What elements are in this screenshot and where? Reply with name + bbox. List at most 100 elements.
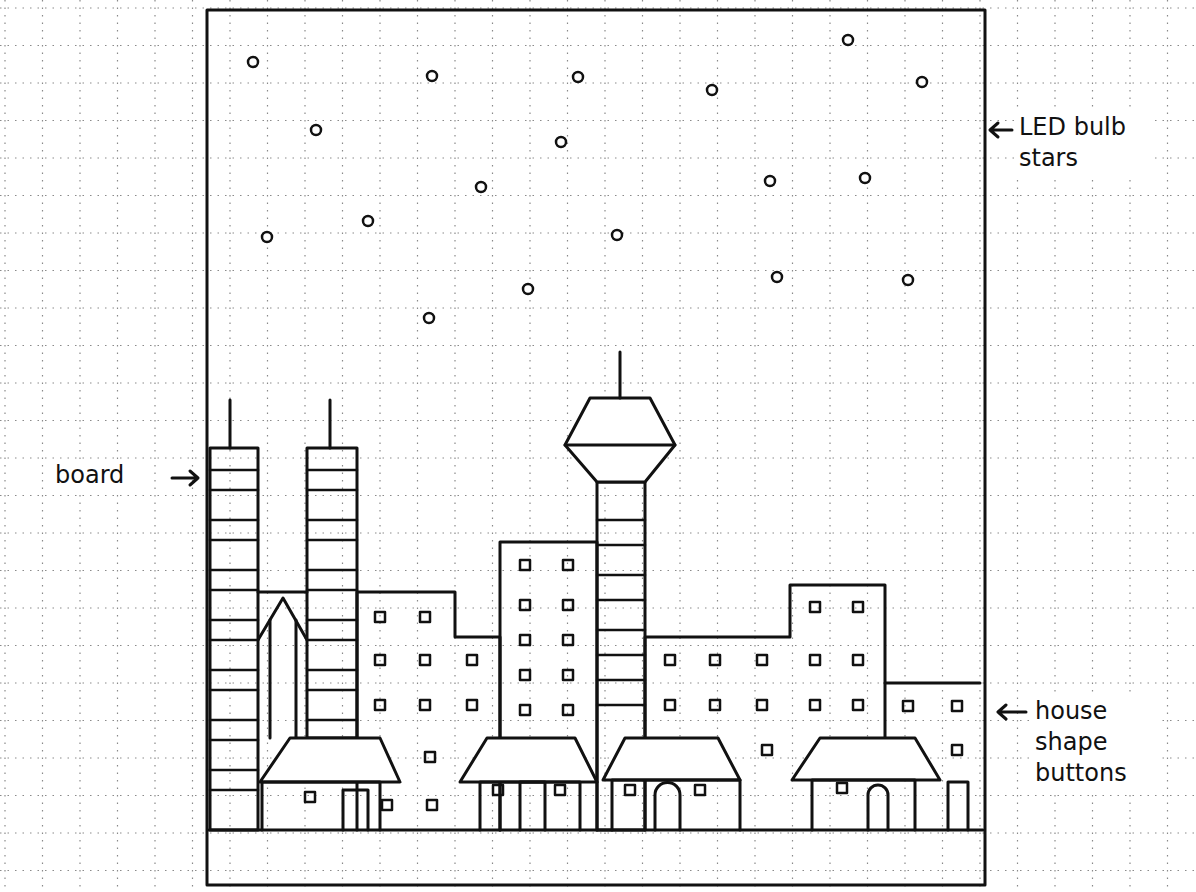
spire-edge xyxy=(295,620,298,738)
tower-stripe xyxy=(307,619,357,622)
window xyxy=(810,655,820,665)
pod-line xyxy=(565,444,675,447)
led-star xyxy=(573,72,583,82)
led-star xyxy=(523,284,533,294)
window xyxy=(467,655,477,665)
grid-line xyxy=(0,45,1196,46)
tower-stripe xyxy=(597,679,645,682)
window xyxy=(710,655,720,665)
grid-line xyxy=(754,0,755,892)
led-star xyxy=(427,71,437,81)
bridge xyxy=(258,591,307,594)
house-roof xyxy=(792,738,940,780)
grid-line xyxy=(979,0,980,892)
grid-line xyxy=(0,270,1196,271)
grid-line xyxy=(0,832,1196,833)
window xyxy=(420,655,430,665)
led-star xyxy=(917,77,927,87)
antenna xyxy=(329,400,332,448)
led-star xyxy=(262,232,272,242)
house-body xyxy=(612,780,740,830)
grid-line xyxy=(0,82,1196,83)
tower-stripe xyxy=(307,689,357,692)
window xyxy=(710,700,720,710)
tower xyxy=(307,448,357,738)
window xyxy=(952,701,962,711)
led-star xyxy=(843,35,853,45)
window xyxy=(563,705,573,715)
window xyxy=(493,785,503,795)
window xyxy=(520,600,530,610)
tower-stripe xyxy=(210,469,258,472)
window xyxy=(625,785,635,795)
window xyxy=(853,700,863,710)
led-star xyxy=(476,182,486,192)
tower-stripe xyxy=(210,569,258,572)
window xyxy=(467,700,477,710)
house-roof xyxy=(260,738,400,782)
tower-stripe xyxy=(210,539,258,542)
tower-stripe xyxy=(597,629,645,632)
window xyxy=(757,700,767,710)
window xyxy=(520,635,530,645)
button-callout: house shape buttons xyxy=(1032,696,1158,790)
window xyxy=(375,612,385,622)
grid-line xyxy=(0,345,1196,346)
window xyxy=(665,700,675,710)
tower-stripe xyxy=(307,589,357,592)
grid-line xyxy=(1167,0,1168,892)
house-door xyxy=(868,785,888,830)
grid-line xyxy=(0,870,1196,871)
window xyxy=(762,745,772,755)
led-star xyxy=(612,230,622,240)
grid-line xyxy=(79,0,80,892)
window xyxy=(563,635,573,645)
window xyxy=(665,655,675,665)
led-star xyxy=(556,137,566,147)
house-body xyxy=(812,780,915,830)
window xyxy=(427,800,437,810)
building xyxy=(645,585,980,830)
window xyxy=(563,560,573,570)
window xyxy=(757,655,767,665)
tower-stripe xyxy=(210,769,258,772)
tower-stripe xyxy=(307,569,357,572)
led-star xyxy=(248,57,258,67)
grid-line xyxy=(454,0,455,892)
window xyxy=(425,752,435,762)
window xyxy=(837,783,847,793)
tower-stripe xyxy=(210,519,258,522)
led-star xyxy=(860,173,870,183)
grid-line xyxy=(154,0,155,892)
window xyxy=(695,785,705,795)
window xyxy=(555,785,565,795)
window xyxy=(375,700,385,710)
tower-pod xyxy=(565,398,675,482)
grid-line xyxy=(229,0,230,892)
window xyxy=(420,700,430,710)
tower-stripe xyxy=(597,704,645,707)
led-star xyxy=(424,313,434,323)
window-group xyxy=(305,560,962,810)
tower-stripe xyxy=(307,519,357,522)
grid-line xyxy=(942,0,943,892)
house-door xyxy=(520,782,545,830)
window xyxy=(952,745,962,755)
tower-stripes xyxy=(210,470,645,790)
window xyxy=(853,655,863,665)
led-star xyxy=(765,176,775,186)
grid-line xyxy=(117,0,118,892)
window xyxy=(520,705,530,715)
antenna xyxy=(229,400,232,448)
grid-line xyxy=(4,0,5,892)
grid-line xyxy=(0,232,1196,233)
led-star xyxy=(903,275,913,285)
window xyxy=(520,560,530,570)
star-group xyxy=(248,35,927,323)
tower-stripe xyxy=(307,669,357,672)
tower-stripe xyxy=(597,599,645,602)
house-door xyxy=(343,790,368,830)
